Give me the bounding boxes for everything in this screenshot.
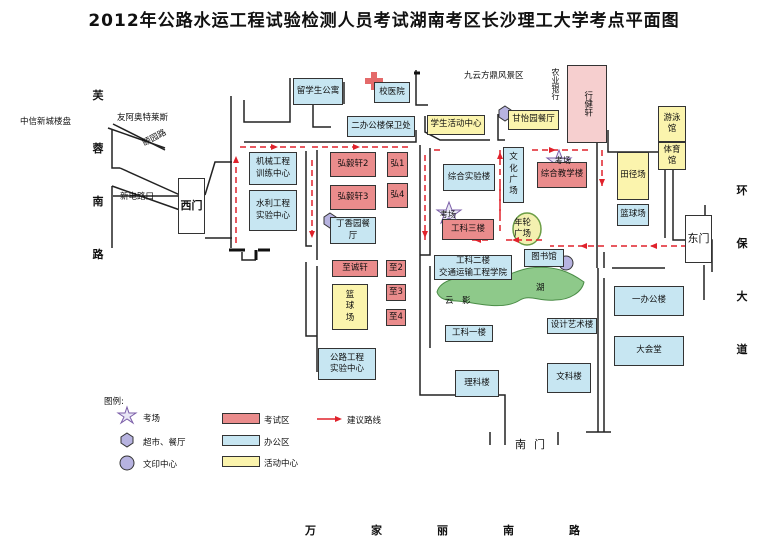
- building-tiyu: 体育馆: [658, 142, 686, 170]
- building-liuxuesheng: 留学生公寓: [293, 78, 343, 105]
- label-yiyou: 友阿奥特莱斯: [117, 113, 169, 123]
- building-dahuitang: 大会堂: [614, 336, 684, 366]
- road-west-char: 芙: [92, 89, 104, 102]
- legend-kaochang: 考场: [143, 414, 161, 424]
- building-hong1: 弘1: [387, 152, 408, 177]
- building-zonghe-shiyan: 综合实验楼: [443, 164, 495, 191]
- road-west-char: 路: [92, 248, 104, 261]
- building-hong4: 弘4: [387, 183, 408, 208]
- road-east-text: 环保大道: [734, 182, 750, 357]
- building-tushuguan: 图书馆: [524, 249, 564, 267]
- label-jiuyun: 九云方鼎风景区: [464, 71, 524, 81]
- road-east: 环保大道: [734, 182, 750, 394]
- west-gate: 西门: [178, 178, 205, 234]
- label-yunying: 云 影: [445, 296, 471, 306]
- legend-kaoshiqu: 考试区: [264, 416, 290, 426]
- legend-wenyin: 文印中心: [143, 460, 178, 470]
- road-west-text: 芙蓉南路: [90, 87, 106, 262]
- legend-swatch-activity: [222, 456, 260, 467]
- building-xsactivity: 学生活动中心: [427, 115, 485, 135]
- legend-circle-icon: [119, 455, 135, 471]
- building-gongke3: 工科三楼: [442, 219, 494, 240]
- road-east-char: 保: [736, 237, 748, 250]
- building-zhi3: 至3: [386, 284, 406, 301]
- building-yiban: 一办公楼: [614, 286, 684, 316]
- legend-luxian: 建议路线: [347, 416, 382, 426]
- road-south-char: 万: [305, 524, 316, 537]
- building-lanqiu-west: 篮 球 场: [332, 284, 368, 330]
- road-east-char: 环: [736, 184, 748, 197]
- road-west-char: 南: [92, 195, 104, 208]
- road-south-char: 丽: [437, 524, 448, 537]
- label-nianlun: 年轮 广场: [514, 218, 532, 240]
- label-hu: 湖: [536, 283, 545, 293]
- page-title: 2012年公路水运工程试验检测人员考试湖南考区长沙理工大学考点平面图: [88, 11, 680, 31]
- legend-swatch-office: [222, 435, 260, 446]
- legend-title: 图例:: [104, 397, 124, 407]
- building-gonglu: 公路工程 实验中心: [318, 348, 376, 380]
- building-like: 理科楼: [455, 370, 499, 397]
- east-gate: 东门: [685, 215, 712, 263]
- gate-barriers: [229, 71, 600, 260]
- south-gate: 南门: [515, 438, 553, 451]
- legend-star-icon: [116, 405, 138, 425]
- building-gongke1: 工科一楼: [445, 325, 493, 342]
- building-gongke2: 工科二楼 交通运输工程学院: [434, 255, 512, 280]
- road-west-char: 蓉: [92, 142, 104, 155]
- building-shuili: 水利工程 实验中心: [249, 190, 297, 231]
- legend-route-arrow-icon: [335, 416, 342, 422]
- building-dingxiang: 丁香园餐厅: [330, 217, 376, 244]
- legend-swatch-exam: [222, 413, 260, 424]
- building-wenke: 文科楼: [547, 363, 591, 393]
- road-east-char: 大: [736, 290, 748, 303]
- building-youyong: 游泳馆: [658, 106, 686, 142]
- label-xindian: 新电路口: [120, 192, 155, 202]
- exam-marker-label: 考场: [555, 156, 571, 165]
- legend-chaoshi: 超市、餐厅: [143, 438, 186, 448]
- road-south: 万家丽南路: [305, 522, 580, 538]
- building-zhi4: 至4: [386, 309, 406, 326]
- legend-huodong: 活动中心: [264, 459, 299, 469]
- building-zhi2: 至2: [386, 260, 406, 277]
- building-zonghe-jiaoxue: 综合教学楼: [537, 162, 587, 188]
- building-zhicheng: 至诚轩: [332, 260, 378, 277]
- legend-bangongqu: 办公区: [264, 438, 290, 448]
- building-jixie: 机械工程 训练中心: [249, 152, 297, 185]
- building-wenhua: 文 化 广 场: [503, 147, 524, 203]
- label-nongye: 农业银行: [551, 68, 560, 100]
- building-hongyi2: 弘毅轩2: [330, 152, 376, 177]
- road-south-char: 路: [569, 524, 580, 537]
- exam-marker-label: 考场: [440, 210, 456, 219]
- building-sheji: 设计艺术楼: [547, 318, 597, 334]
- building-lanqiu-east: 篮球场: [617, 204, 649, 226]
- building-xiaoyiyuan: 校医院: [374, 82, 410, 103]
- building-erban: 二办公楼保卫处: [347, 116, 415, 137]
- road-south-char: 南: [503, 524, 514, 537]
- nianlun-plaza-shape: [512, 212, 542, 246]
- exam-star-icon: [435, 200, 463, 225]
- road-west: 芙蓉南路: [90, 87, 106, 299]
- hospital-cross-icon: [365, 72, 383, 90]
- legend-hexagon-icon: [120, 432, 134, 448]
- label-zhongxin: 中信新城楼盘: [20, 117, 72, 127]
- road-south-char: 家: [371, 524, 382, 537]
- building-hongyi3: 弘毅轩3: [330, 185, 376, 210]
- building-ganyi: 甘怡园餐厅: [508, 110, 559, 130]
- building-xingjian: 行健轩: [567, 65, 607, 143]
- building-tianjing: 田径场: [617, 152, 649, 200]
- road-east-char: 道: [736, 343, 748, 356]
